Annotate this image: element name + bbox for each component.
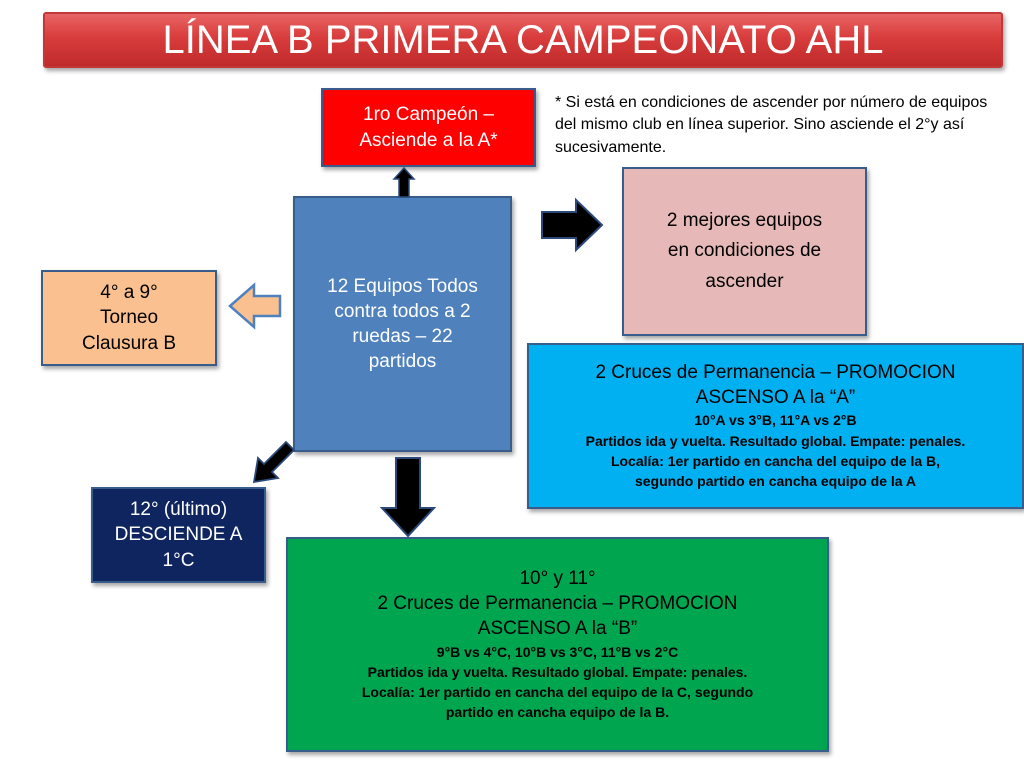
- center-line-2: contra todos a 2: [334, 300, 471, 322]
- promo-b-line-1: 10° y 11°: [519, 568, 596, 590]
- center-line-4: partidos: [368, 351, 437, 373]
- promo-a-line-6: segundo partido en cancha equipo de la A: [634, 473, 917, 490]
- last-line-2: DESCIENDE A: [114, 524, 243, 546]
- champion-line-2: Asciende a la A*: [359, 129, 498, 151]
- footnote: * Si está en condiciones de ascender por…: [555, 94, 988, 156]
- promo-b-line-5: Partidos ida y vuelta. Resultado global.…: [367, 663, 748, 680]
- center-line-3: ruedas – 22: [352, 326, 453, 347]
- champion-line-1: 1ro Campeón –: [363, 104, 494, 126]
- clausura-line-2: Torneo: [99, 307, 159, 329]
- arrow-down-icon: [379, 457, 437, 538]
- arrow-up-icon: [392, 166, 416, 198]
- arrow-right-icon: [541, 197, 604, 253]
- promo-a-line-2: ASCENSO A la “A”: [695, 387, 856, 409]
- clausura-line-3: Clausura B: [82, 332, 176, 354]
- promo-a-line-4: Partidos ida y vuelta. Resultado global.…: [585, 432, 966, 449]
- center-line-1: 12 Equipos Todos: [327, 275, 478, 297]
- promo-b-line-2: 2 Cruces de Permanencia – PROMOCION: [377, 593, 738, 615]
- best-line-1: 2 mejores equipos: [666, 210, 823, 231]
- title-banner: LÍNEA B PRIMERA CAMPEONATO AHL: [43, 12, 1003, 68]
- arrow-left-icon: [228, 282, 282, 330]
- promotion-b-box: 10° y 11° 2 Cruces de Permanencia – PROM…: [286, 537, 829, 752]
- page-title: LÍNEA B PRIMERA CAMPEONATO AHL: [162, 18, 884, 62]
- promo-a-line-1: 2 Cruces de Permanencia – PROMOCION: [595, 362, 956, 384]
- champion-box: 1ro Campeón – Asciende a la A*: [321, 88, 536, 167]
- clausura-box: 4° a 9° Torneo Clausura B: [41, 270, 217, 366]
- arrow-down-left-icon: [252, 440, 296, 484]
- last-line-3: 1°C: [162, 549, 195, 571]
- promo-b-line-3: ASCENSO A la “B”: [477, 618, 638, 640]
- league-format-box: 12 Equipos Todos contra todos a 2 ruedas…: [293, 196, 512, 452]
- relegation-box: 12° (último) DESCIENDE A 1°C: [91, 487, 266, 583]
- clausura-line-1: 4° a 9°: [100, 282, 158, 304]
- last-line-1: 12° (último): [129, 499, 228, 521]
- best-line-2: en condiciones de: [667, 240, 822, 262]
- promo-a-line-3: 10°A vs 3°B, 11°A vs 2°B: [694, 412, 857, 429]
- promo-b-line-6: Localía: 1er partido en cancha del equip…: [361, 684, 754, 701]
- best-line-3: ascender: [705, 270, 784, 292]
- promo-b-line-4: 9°B vs 4°C, 10°B vs 3°C, 11°B vs 2°C: [436, 643, 679, 660]
- best-teams-box: 2 mejores equipos en condiciones de asce…: [622, 167, 867, 336]
- promo-b-line-7: partido en cancha equipo de la B.: [445, 704, 670, 721]
- promo-a-line-5: Localía: 1er partido en cancha del equip…: [610, 453, 941, 470]
- promotion-a-box: 2 Cruces de Permanencia – PROMOCION ASCE…: [527, 343, 1024, 509]
